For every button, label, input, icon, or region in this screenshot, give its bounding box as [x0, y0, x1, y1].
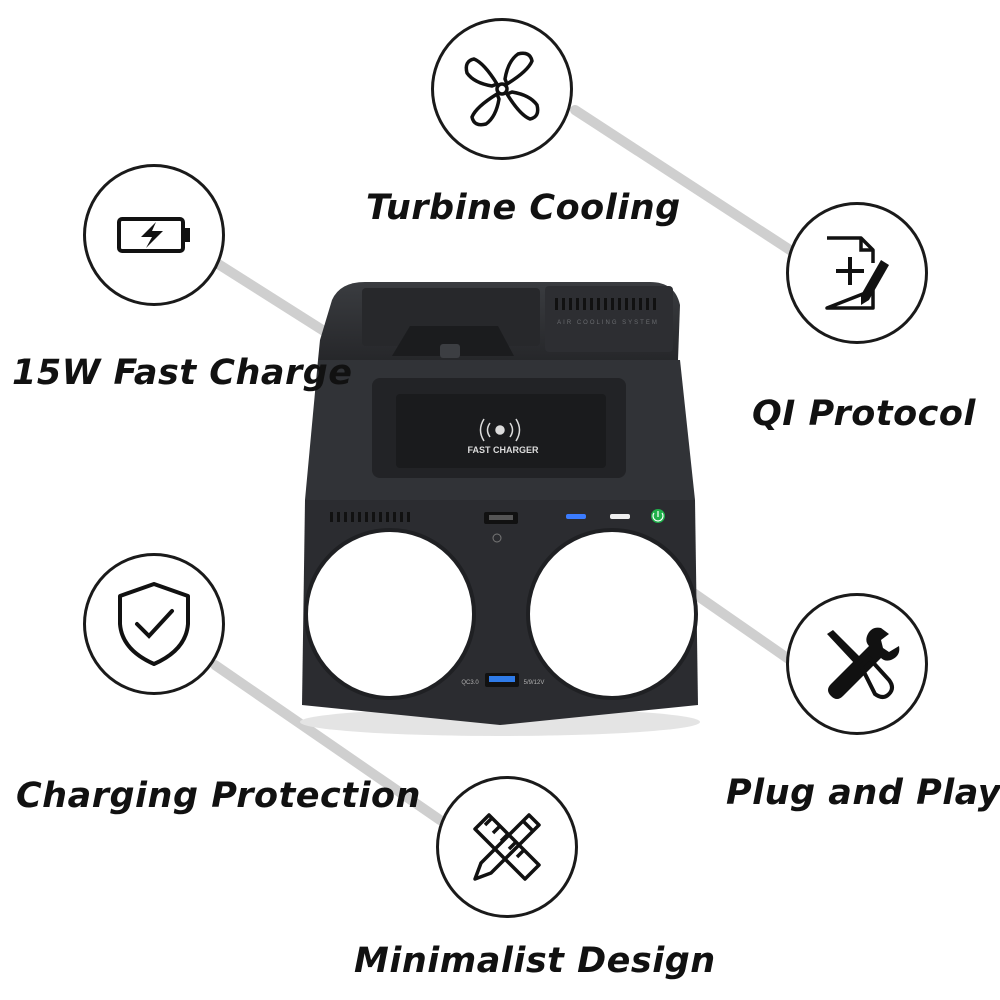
document-edit-icon [825, 236, 889, 310]
plug-and-play-label: Plug and Play [726, 773, 1000, 813]
shield-check-icon [118, 582, 190, 666]
led-blue [566, 514, 586, 519]
plug-and-play-badge [786, 593, 928, 735]
phone-stand [392, 326, 514, 356]
qc-label: QC3.0 [461, 680, 479, 686]
qi-protocol-label: QI Protocol [752, 394, 976, 434]
cup-holder-left [304, 528, 476, 700]
fast-charger-label: FAST CHARGER [467, 445, 539, 455]
charging-protection-label: Charging Protection [16, 776, 421, 816]
led-white [610, 514, 630, 519]
connector-protection [210, 660, 445, 825]
fast-charge-badge [83, 164, 225, 306]
cup-holder-right [526, 528, 698, 700]
connector-fast-charge [210, 257, 340, 343]
front-vents [330, 512, 410, 522]
fan-icon [464, 51, 540, 127]
turbine-cooling-badge [431, 18, 573, 160]
wrench-screwdriver-icon [827, 627, 900, 699]
minimalist-design-label: Minimalist Design [354, 941, 716, 981]
turbine-cooling-label: Turbine Cooling [366, 188, 681, 228]
charging-protection-badge [83, 553, 225, 695]
fast-charge-label: 15W Fast Charge [12, 353, 353, 393]
vent-block [545, 286, 673, 352]
battery-charging-icon [117, 217, 190, 253]
stand-logo [440, 344, 460, 358]
vent-label: AIR COOLING SYSTEM [557, 320, 659, 326]
connector-turbine [570, 105, 795, 255]
voltage-label: 5/9/12V [524, 680, 545, 686]
ruler-pencil-icon [473, 813, 541, 881]
minimalist-design-badge [436, 776, 578, 918]
vent-slots [555, 298, 656, 310]
wireless-icon [479, 418, 521, 442]
qi-protocol-badge [786, 202, 928, 344]
